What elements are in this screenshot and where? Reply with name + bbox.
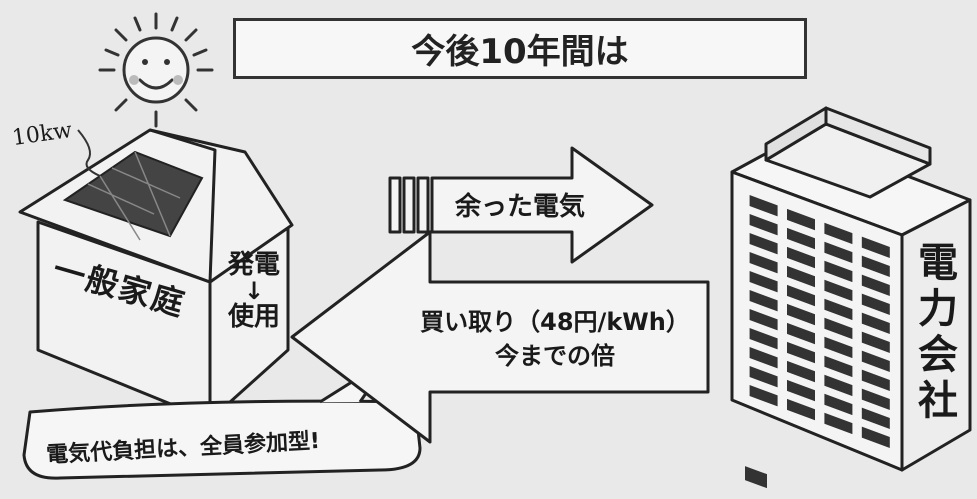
use-label: 使用 [228,302,281,332]
building-window [861,426,890,448]
building-window [824,336,853,359]
company-char: 力 [918,286,958,332]
building-window [824,317,853,340]
building-window [787,303,815,326]
building-window [749,214,778,236]
power-company-label: 電 力 会 社 [915,240,961,424]
building-window [787,208,815,231]
building-window [787,284,815,307]
company-char: 社 [918,378,958,424]
building-window [749,195,778,217]
building-window [824,355,853,378]
page-title: 今後10年間は [411,32,629,72]
building-window [749,290,778,312]
building-window [861,350,890,372]
surplus-electricity-label: 余った電気 [455,192,586,222]
building-window [787,398,815,421]
generation-label: 発電 [228,250,281,280]
building-window [749,328,778,350]
building-window [861,293,890,315]
building-window [749,271,778,293]
building-windows [745,466,767,489]
building-window [824,260,853,283]
building-window [824,412,853,435]
building-window [824,279,853,302]
building-window [861,369,890,391]
building-window [861,331,890,353]
building-window [861,312,890,334]
buyback-note: 今までの倍 [495,342,615,370]
building-window [749,385,778,407]
building-window [749,233,778,255]
buyback-price: 買い取り（48円/kWh） [420,308,690,336]
building-window [787,379,815,402]
building-window [824,374,853,397]
building-window [787,227,815,250]
building-window [824,222,853,245]
title-banner: 今後10年間は [233,18,807,79]
solar-panel [62,150,204,241]
building-window [824,241,853,264]
down-arrow-icon: ↓ [243,277,265,305]
building-window [861,236,890,258]
generation-use-label: 発電 ↓ 使用 [228,250,280,332]
kw-pointer-line [77,129,101,177]
building-window [749,309,778,331]
building-window [861,388,890,410]
building-window [861,255,890,277]
building-window [861,274,890,296]
building-window [861,407,890,429]
building-window [749,252,778,274]
building-window [787,341,815,364]
building-window [749,366,778,388]
building-window [787,360,815,383]
building-window [787,265,815,288]
building-window [824,298,853,321]
buyback-label: 買い取り（48円/kWh） 今までの倍 [420,305,690,373]
surplus-arrow [388,146,654,264]
building-window [824,393,853,416]
company-char: 会 [918,332,958,378]
building-window [749,347,778,369]
building-window [787,322,815,345]
company-char: 電 [918,240,958,286]
building-window-grid [749,195,890,448]
buyback-arrow [290,230,710,444]
building-window [787,246,815,269]
sun-icon [98,12,214,128]
